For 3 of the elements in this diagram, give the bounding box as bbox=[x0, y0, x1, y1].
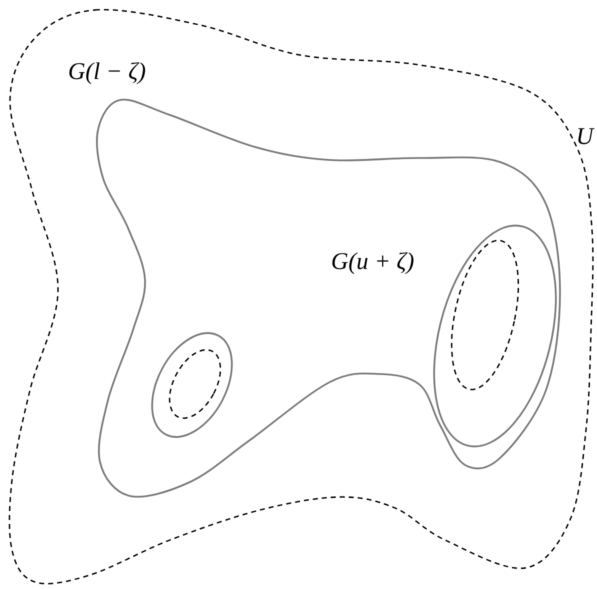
set-label: G(u + ζ) bbox=[331, 250, 414, 274]
set-label: U bbox=[576, 125, 594, 149]
set-label: G(l − ζ) bbox=[68, 60, 146, 84]
